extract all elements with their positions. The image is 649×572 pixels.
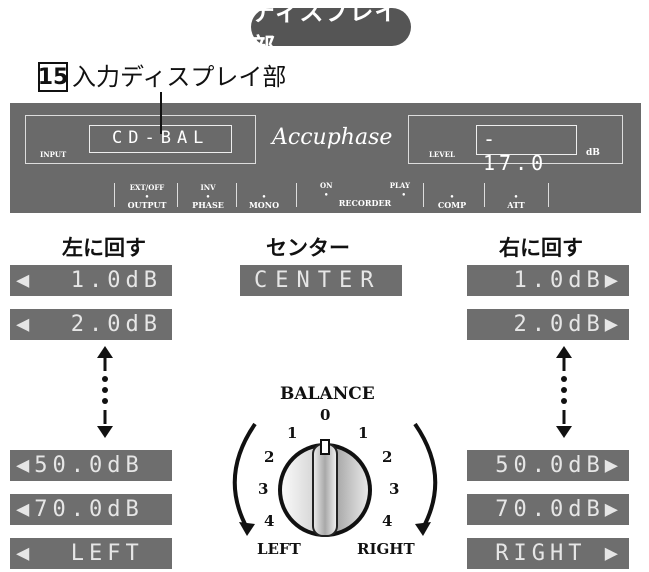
right-display-2: 2.0dB▶ xyxy=(467,309,629,340)
input-display-frame: INPUT CD-BAL xyxy=(25,115,256,164)
knob-scale-4-left: 4 xyxy=(264,512,275,530)
knob-scale-3-right: 3 xyxy=(389,480,400,498)
left-display-70: ◀70.0dB xyxy=(10,494,172,525)
knob-scale-1-right: 1 xyxy=(358,424,369,442)
left-display-1: ◀ 1.0dB xyxy=(10,265,172,296)
knob-scale-4-right: 4 xyxy=(382,512,393,530)
knob-scale-2-right: 2 xyxy=(382,448,393,466)
knob-scale-2-left: 2 xyxy=(264,448,275,466)
level-value: - 17.0 xyxy=(483,127,548,175)
level-unit: dB xyxy=(586,148,600,158)
right-display-right: RIGHT ▶ xyxy=(467,538,629,569)
level-display: - 17.0 xyxy=(476,125,577,175)
direction-left: 左に回す xyxy=(62,236,146,260)
indicator-comp: •COMP xyxy=(437,192,467,210)
left-arrow-icon xyxy=(97,346,113,438)
callout-number: 15 xyxy=(38,62,68,92)
input-label: INPUT xyxy=(40,150,67,159)
right-arrow-icon xyxy=(556,346,572,438)
indicator-att: •ATT xyxy=(507,192,525,210)
level-label: LEVEL xyxy=(429,150,455,159)
level-display-frame: LEVEL - 17.0 dB xyxy=(408,115,623,175)
callout-leader xyxy=(160,92,162,134)
left-display-2: ◀ 2.0dB xyxy=(10,309,172,340)
knob-scale-3-left: 3 xyxy=(258,480,269,498)
direction-right: 右に回す xyxy=(499,236,583,260)
left-display-50: ◀50.0dB xyxy=(10,450,172,481)
indicator-mono: •MONO xyxy=(248,192,280,210)
brand-logo: Accuphase xyxy=(272,125,393,150)
right-display-50: 50.0dB▶ xyxy=(467,450,629,481)
knob-left-end: LEFT xyxy=(257,540,301,558)
center-display: CENTER xyxy=(240,265,402,296)
section-heading: ディスプレイ部 xyxy=(251,0,411,61)
input-value: CD-BAL xyxy=(112,128,210,148)
knob-title: BALANCE xyxy=(280,384,375,404)
knob-scale-0: 0 xyxy=(320,406,331,424)
front-panel: INPUT CD-BAL Accuphase LEVEL - 17.0 dB E… xyxy=(10,103,641,213)
callout-label: 入力ディスプレイ部 xyxy=(72,63,287,91)
knob-scale-1-left: 1 xyxy=(287,424,298,442)
direction-center: センター xyxy=(266,236,350,260)
right-display-1: 1.0dB▶ xyxy=(467,265,629,296)
right-display-70: 70.0dB▶ xyxy=(467,494,629,525)
indicator-phase: INV•PHASE xyxy=(192,183,224,210)
knob-right-end: RIGHT xyxy=(357,540,415,558)
indicator-output: EXT/OFF•OUTPUT xyxy=(127,183,167,210)
left-display-left: ◀ LEFT xyxy=(10,538,172,569)
balance-knob[interactable] xyxy=(225,410,445,540)
